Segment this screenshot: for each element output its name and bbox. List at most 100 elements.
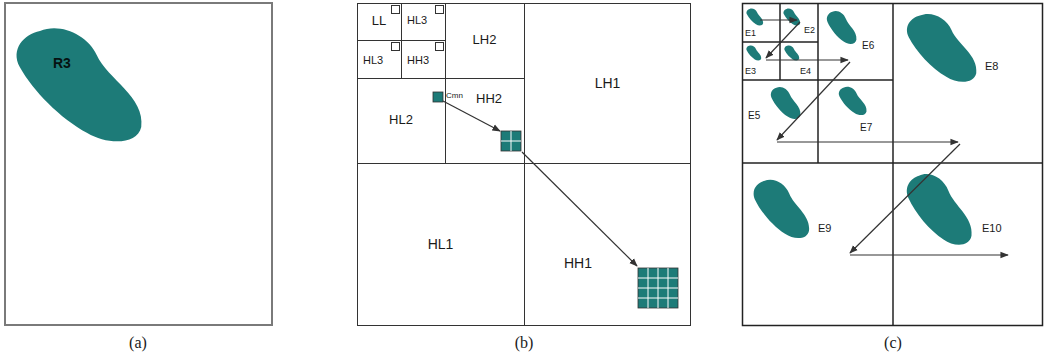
scan-arrow xyxy=(850,254,1008,255)
region-blob xyxy=(907,174,972,245)
subband-grid xyxy=(358,4,691,326)
region-cell: E2 xyxy=(780,3,818,42)
region-label: E2 xyxy=(804,25,815,35)
panel-caption-holder: (c) xyxy=(863,334,923,352)
region-blob xyxy=(754,180,810,238)
block-divider xyxy=(501,141,521,142)
panel-caption: (c) xyxy=(884,334,902,352)
coefficient-square xyxy=(392,43,400,51)
subband-label: HH3 xyxy=(407,54,429,67)
art-part xyxy=(638,298,678,299)
region-blob xyxy=(784,45,799,60)
children-2x2 xyxy=(501,131,521,151)
region-blob xyxy=(746,8,763,25)
region-cell: E6 xyxy=(818,3,893,80)
region-label: E3 xyxy=(745,66,756,76)
subband-box: HL3 xyxy=(357,40,401,78)
region-cell: E7 xyxy=(818,80,893,163)
subband-box: LH1 xyxy=(524,3,691,163)
region-blob xyxy=(907,14,976,82)
grid-line xyxy=(358,78,525,79)
subband-box: HL2 xyxy=(357,78,445,163)
coefficient-block xyxy=(501,131,521,151)
grid-line xyxy=(817,4,819,164)
region-label: E1 xyxy=(745,28,756,38)
art-part xyxy=(638,278,678,279)
grid-line xyxy=(358,163,691,164)
coefficient-square xyxy=(436,6,444,14)
grid-line xyxy=(892,4,894,326)
arrow-line xyxy=(522,152,637,266)
region-blobs xyxy=(746,8,976,244)
grid-line xyxy=(743,79,894,81)
subband-label: HL2 xyxy=(389,113,413,128)
region-blob xyxy=(746,45,761,60)
subband-label: HH2 xyxy=(476,92,502,107)
region-cell: E10 xyxy=(893,163,1043,326)
blob-outline xyxy=(13,25,148,145)
subband-box: HH2 xyxy=(445,78,524,163)
subband-box: HH3 xyxy=(401,40,445,78)
blob-shape xyxy=(17,28,142,141)
children-4x4 xyxy=(638,268,678,308)
scan-arrow xyxy=(850,144,960,253)
scan-path xyxy=(760,20,1008,255)
scan-arrow xyxy=(777,141,958,142)
subband-box: LL xyxy=(357,3,401,40)
subband-box: HL1 xyxy=(357,163,524,326)
region-label: E9 xyxy=(818,222,831,235)
region-label: E6 xyxy=(862,40,874,52)
region-grid xyxy=(743,4,1043,326)
region-cell: E9 xyxy=(742,163,893,326)
subband-label: LH1 xyxy=(595,75,621,91)
art-part xyxy=(638,288,678,289)
scan-arrow xyxy=(766,22,800,58)
coefficient-label-holder: Cmn xyxy=(446,84,476,102)
panel-frame xyxy=(743,4,1043,326)
region-cell: E1 xyxy=(742,3,780,42)
coefficient-square xyxy=(433,92,443,102)
region-blob xyxy=(783,8,800,25)
region-label: E8 xyxy=(985,60,998,73)
region-cell: E3 xyxy=(742,42,780,80)
block-divider xyxy=(638,268,678,308)
region-label: R3 xyxy=(53,55,71,71)
region-label: E5 xyxy=(748,110,760,122)
subband-label: LH2 xyxy=(473,33,497,48)
subband-label: LL xyxy=(372,14,386,29)
region-label: E7 xyxy=(860,122,872,134)
panel-caption-holder: (a) xyxy=(108,334,168,352)
coefficient-label: Cmn xyxy=(446,91,463,100)
region-label: E10 xyxy=(982,222,1002,235)
region-cell: E4 xyxy=(780,42,818,80)
region-blob xyxy=(839,87,867,115)
panel-frame xyxy=(358,4,691,326)
subband-label: HL3 xyxy=(407,14,427,27)
region-cell: E5 xyxy=(742,80,818,163)
region-blob xyxy=(771,87,801,119)
grid-line xyxy=(445,4,446,164)
subband-label: HH1 xyxy=(564,255,592,271)
scan-arrow xyxy=(777,62,850,140)
panel-frame xyxy=(5,3,272,325)
region-label: E4 xyxy=(800,66,811,76)
grid-line xyxy=(358,40,446,41)
coefficient-block xyxy=(638,268,678,308)
panel-caption: (b) xyxy=(515,334,534,352)
tree-arrow xyxy=(443,101,637,266)
coefficient-square xyxy=(392,6,400,14)
scan-arrow xyxy=(766,59,848,60)
scan-arrow xyxy=(760,19,797,20)
region-cell: E8 xyxy=(893,3,1043,163)
region-blob xyxy=(827,11,857,44)
subband-box: LH2 xyxy=(445,3,524,78)
coefficient-square xyxy=(436,43,444,51)
panel-caption: (a) xyxy=(129,334,147,352)
subband-label: HL1 xyxy=(428,236,454,252)
grid-line xyxy=(524,4,525,326)
region-blob: R3 xyxy=(13,25,148,145)
subband-box: HL3 xyxy=(401,3,445,40)
grid-line xyxy=(743,162,1043,164)
